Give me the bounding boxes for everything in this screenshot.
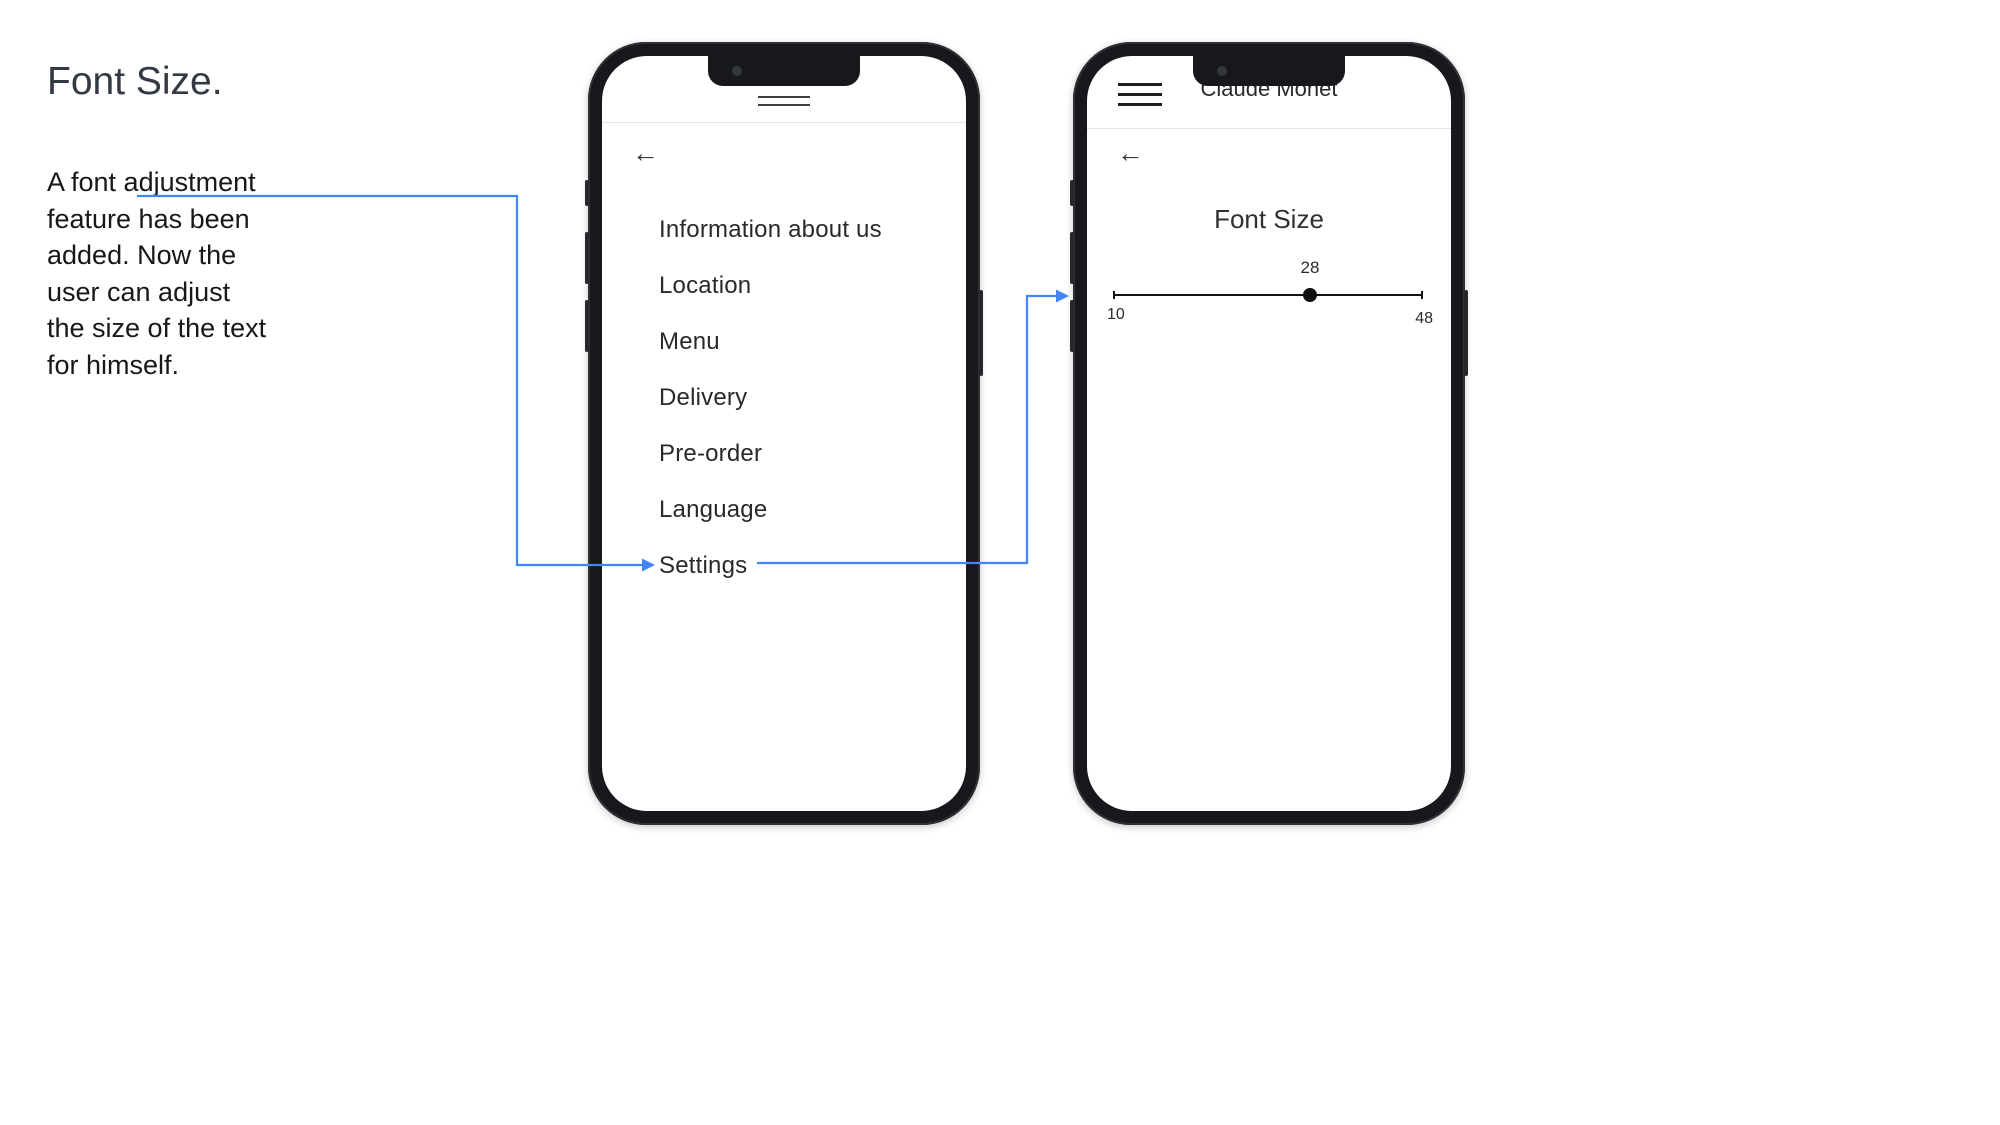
mute-switch xyxy=(585,180,589,206)
page-title: Font Size. xyxy=(47,60,223,103)
back-button[interactable]: ← xyxy=(1117,138,1144,168)
slider-value-label: 28 xyxy=(1300,258,1320,277)
mute-switch xyxy=(1070,180,1074,206)
hamburger-bar xyxy=(1118,103,1162,106)
hamburger-menu-icon[interactable] xyxy=(1118,83,1162,113)
font-size-title: Font Size xyxy=(1214,204,1324,234)
header-divider xyxy=(602,122,966,123)
menu-item-pre-order[interactable]: Pre-order xyxy=(659,440,763,467)
menu-item-location[interactable]: Location xyxy=(659,272,752,299)
camera-icon xyxy=(732,66,742,76)
hamburger-bar xyxy=(1118,93,1162,96)
menu-item-language[interactable]: Language xyxy=(659,496,768,523)
menu-item-settings[interactable]: Settings xyxy=(659,552,748,579)
menu-item-menu[interactable]: Menu xyxy=(659,328,720,355)
menu-handle-icon xyxy=(758,96,810,112)
phone-mockup-font-size: Claude Monet ← Font Size 28 10 48 xyxy=(1070,42,1468,825)
camera-icon xyxy=(1217,66,1227,76)
menu-list: Information about us Location Menu Deliv… xyxy=(659,202,946,594)
volume-up-button xyxy=(1070,232,1074,284)
phone-screen: ← Information about us Location Menu Del… xyxy=(602,56,966,811)
handle-bar xyxy=(758,104,810,106)
handle-bar xyxy=(758,96,810,98)
slider-min-label: 10 xyxy=(1107,306,1125,323)
header-divider xyxy=(1087,128,1451,129)
menu-item-information-about-us[interactable]: Information about us xyxy=(659,216,882,243)
font-size-slider: 28 10 48 xyxy=(1107,256,1433,340)
annotation-description: A font adjustment feature has been added… xyxy=(47,167,267,380)
phone-screen: Claude Monet ← Font Size 28 10 48 xyxy=(1087,56,1451,811)
notch xyxy=(708,56,860,86)
power-button xyxy=(1464,290,1468,376)
slider-thumb[interactable] xyxy=(1303,288,1317,302)
volume-down-button xyxy=(585,300,589,352)
back-button[interactable]: ← xyxy=(632,138,659,168)
menu-item-delivery[interactable]: Delivery xyxy=(659,384,748,411)
slider-max-label: 48 xyxy=(1415,310,1433,327)
phone-mockup-menu: ← Information about us Location Menu Del… xyxy=(585,42,983,825)
slider-track[interactable] xyxy=(1113,291,1423,299)
power-button xyxy=(979,290,983,376)
volume-down-button xyxy=(1070,300,1074,352)
hamburger-bar xyxy=(1118,83,1162,86)
volume-up-button xyxy=(585,232,589,284)
arrow-right-icon xyxy=(1056,289,1069,303)
notch xyxy=(1193,56,1345,86)
slider-tick xyxy=(1421,291,1423,299)
slider-tick xyxy=(1113,291,1115,299)
